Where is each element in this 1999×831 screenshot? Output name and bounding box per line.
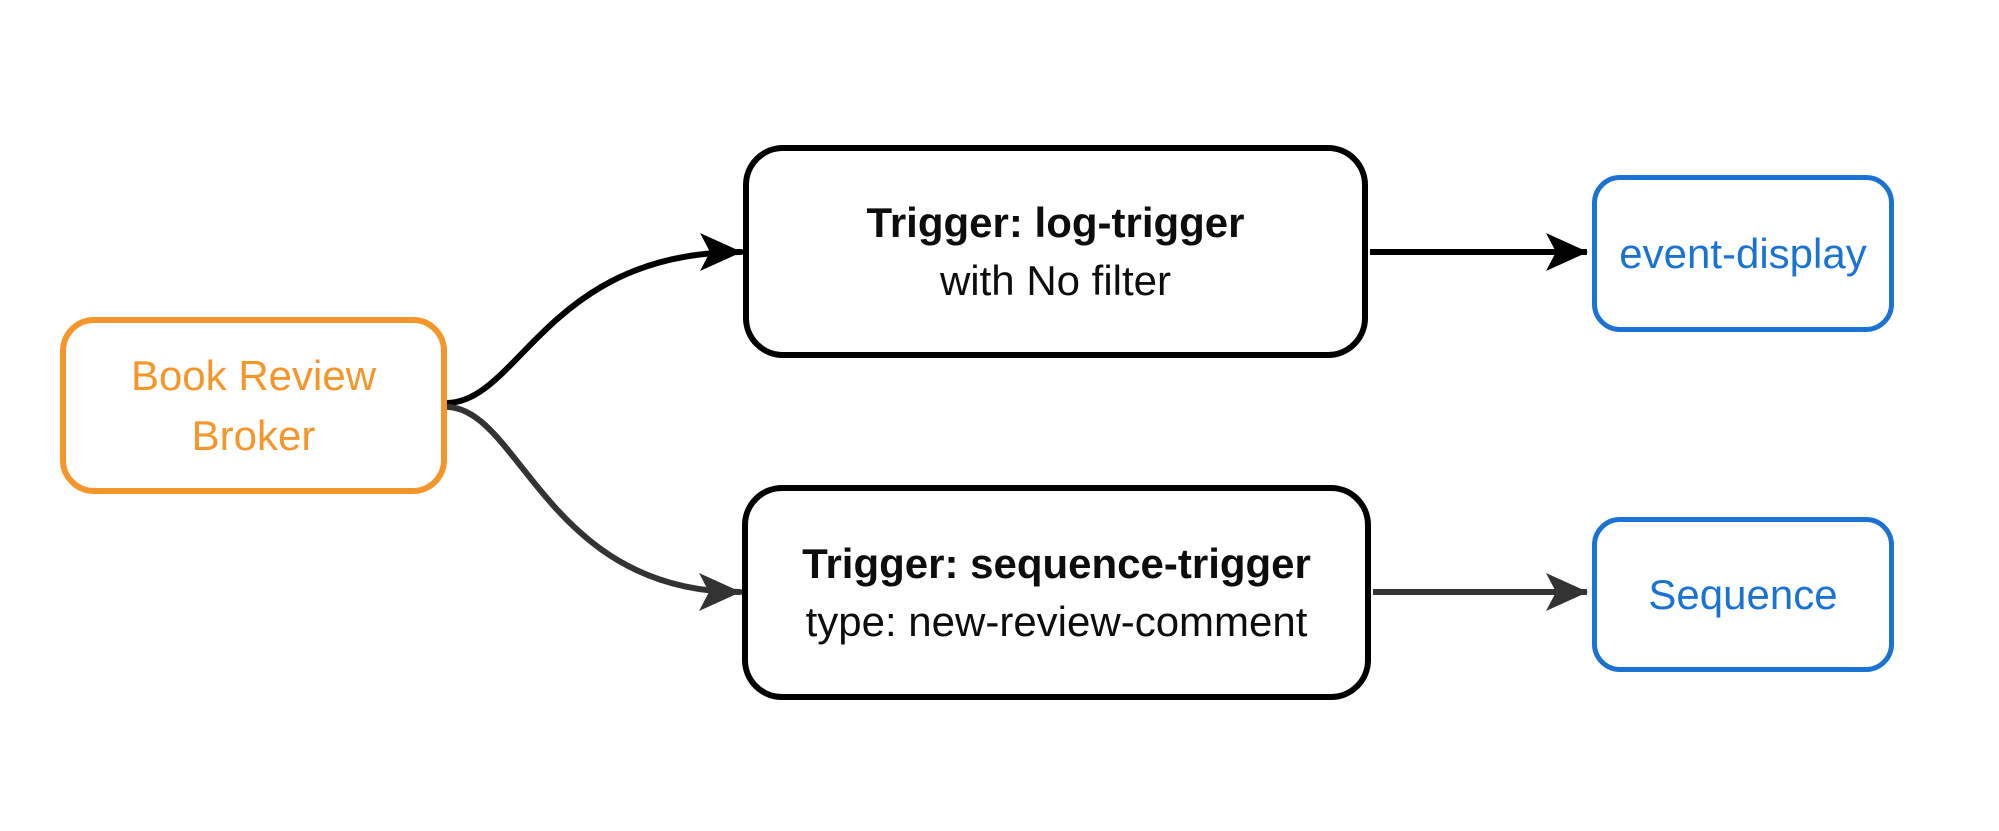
node-sequence: Sequence — [1592, 517, 1894, 672]
node-book-review-broker: Book Review Broker — [60, 317, 447, 494]
node-event-display: event-display — [1592, 175, 1894, 332]
node-log-trigger: Trigger: log-trigger with No filter — [743, 145, 1368, 358]
log-trigger-title: Trigger: log-trigger — [866, 198, 1245, 246]
sequence-trigger-title: Trigger: sequence-trigger — [802, 539, 1311, 587]
edge-broker-to-log-trigger — [445, 233, 744, 406]
broker-label: Book Review Broker — [130, 351, 377, 459]
node-sequence-trigger: Trigger: sequence-trigger type: new-revi… — [742, 485, 1371, 700]
edge-broker-to-sequence-trigger — [445, 404, 743, 611]
sequence-label: Sequence — [1648, 570, 1838, 618]
sequence-trigger-subtitle: type: new-review-comment — [805, 597, 1308, 645]
log-trigger-subtitle: with No filter — [939, 256, 1172, 304]
event-display-label: event-display — [1619, 229, 1867, 277]
